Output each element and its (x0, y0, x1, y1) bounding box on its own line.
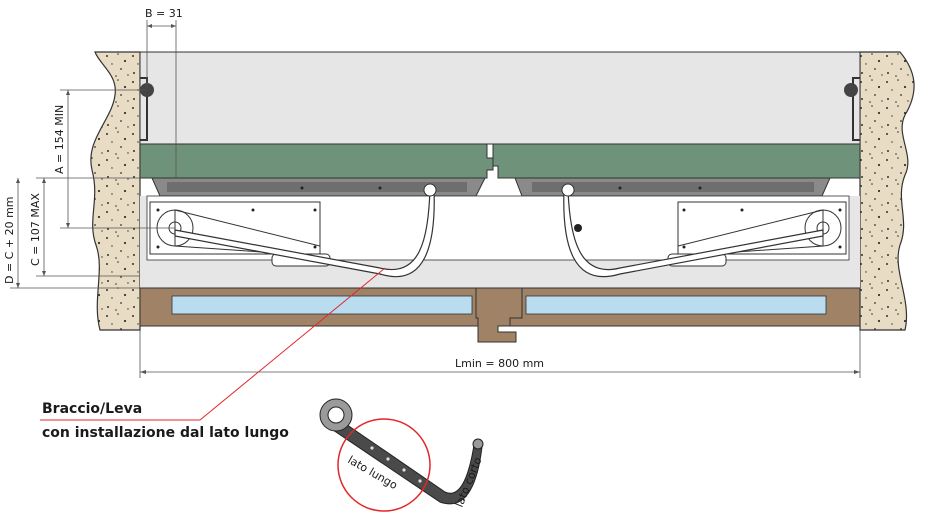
glass-right (525, 295, 827, 315)
ceiling-header (139, 51, 861, 145)
dimension-d-label: D = C + 20 mm (3, 197, 16, 285)
long-side-highlight (337, 418, 431, 512)
right-wall (859, 51, 915, 331)
dimension-b-label: B = 31 (145, 7, 183, 20)
door-panel-left (139, 143, 494, 179)
dimension-a-label: A = 154 MIN (53, 105, 66, 174)
dimension-lmin-label: Lmin = 800 mm (455, 357, 544, 370)
door-panel-right (492, 143, 861, 179)
arm-callout-title: Braccio/Leva (42, 401, 143, 417)
dimension-c-label: C = 107 MAX (29, 193, 42, 266)
center-mullion (475, 287, 523, 343)
arm-detail-illustration: lato lungo lato corto (319, 398, 485, 512)
short-side-label: lato corto (453, 455, 485, 509)
right-anchor-bolt (844, 83, 858, 97)
left-wall (90, 51, 141, 331)
arm-callout-subtitle: con installazione dal lato lungo (42, 425, 289, 441)
callout-leader (40, 267, 386, 421)
glass-left (171, 295, 473, 315)
